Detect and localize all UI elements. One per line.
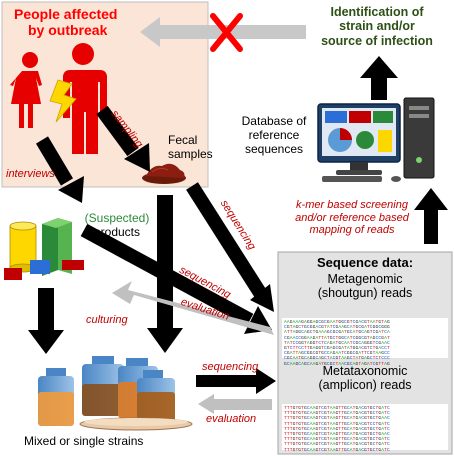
- people-title: People affected by outbreak: [14, 6, 117, 38]
- arrow-interviews: [35, 136, 84, 203]
- products-label: (Suspected) products: [74, 211, 160, 240]
- read-panel-top: [282, 318, 448, 358]
- strains-label: Mixed or single strains: [24, 434, 144, 449]
- screening-line1: k-mer based screening: [296, 199, 408, 211]
- arrow-fecal-to-strains: [147, 195, 183, 353]
- arrow-sampling: [96, 105, 150, 172]
- identification-line3: source of infection: [321, 33, 433, 48]
- label-evaluation-strains: evaluation: [206, 413, 257, 425]
- gray-arrow-evaluation-products: [112, 281, 274, 335]
- gray-arrow-to-identification: [140, 17, 306, 47]
- label-sequencing-strains: sequencing: [202, 361, 259, 373]
- strains-text: Mixed or single strains: [24, 434, 144, 448]
- read-line: CGCAATGCAGGCAGCTACGTAAGCTATGAGCTCTCCC: [284, 356, 390, 362]
- read-line: TTTGTGTGCAAGTCGTAAGTTGCATGACGTCCTGATC: [284, 421, 390, 427]
- people-title-line1: People affected: [14, 6, 118, 22]
- products-line2: products: [93, 224, 141, 239]
- read-line: TTTGTGTGCAAGTCGTAAGTTGCATGACGTGCTGATC: [284, 437, 390, 443]
- read-line: TTTGTGTGCAAGTCGTAAGTTGCATGACGTGCTGATC: [284, 442, 390, 448]
- computer-icon: [317, 97, 435, 182]
- arrow-strains-sequencing: [196, 368, 276, 394]
- female-person-icon: [10, 52, 42, 128]
- gray-arrow-evaluation-strains: [198, 394, 272, 414]
- database-label: Database of reference sequences: [232, 114, 316, 156]
- read-line: TTTGTGTGCAAGTCGTAAGTTGCATGACGTGCTGATC: [284, 411, 390, 417]
- petri-dish-icon: [79, 417, 193, 431]
- metataxonomic-label: Metataxonomic (amplicon) reads: [278, 364, 452, 393]
- identification-line2: strain and/or: [339, 19, 415, 34]
- products-line1: (Suspected): [84, 211, 150, 225]
- read-line: TTTGTGTGCAAGTCGTAAGTTGCATGACGTGCTGATC: [284, 447, 390, 453]
- read-line: TTTGTGTGCAAGTCGTAAGTTGCATGACGTGCTGATC: [284, 406, 390, 411]
- male-person-icon: [63, 43, 107, 154]
- read-line: TTTGTGTGCAAGTCGTAAGTTGCATGACGTGCTGAAC: [284, 416, 390, 422]
- red-cross-icon: [210, 13, 243, 52]
- read-line: CGTAGCTGCGGACGTATCGAAGCATGCGATCGGCGGG: [284, 325, 390, 331]
- fecal-samples-label: Fecal samples: [168, 133, 213, 162]
- arrow-sequence-to-database: [414, 188, 448, 244]
- read-line: TTTGTGTGCAAGTCGTAAGTTGCATGACGTGCTGAAC: [284, 432, 390, 438]
- identification-line1: Identification of: [330, 5, 424, 19]
- identification-label: Identification of strain and/or source o…: [302, 5, 452, 48]
- feces-icon: [142, 163, 186, 184]
- label-screening: k-mer based screening and/or reference b…: [280, 199, 424, 237]
- read-line: TTTGTGTGCAAGTCGTAAGTTGCATGACGTGCTGATC: [284, 426, 390, 432]
- metagenomic-label: Metagenomic (shoutgun) reads: [278, 272, 452, 301]
- product-containers-icon: [4, 218, 84, 280]
- database-line2: reference: [248, 127, 300, 142]
- arrow-fecal-sequencing: [186, 182, 274, 312]
- culture-bottles-icon: [38, 356, 175, 426]
- metagenomic-line2: (shoutgun) reads: [317, 286, 413, 301]
- people-title-line2: by outbreak: [28, 22, 108, 39]
- fecal-line2: samples: [168, 146, 213, 161]
- screening-line2: and/or reference based: [295, 211, 409, 224]
- arrow-database-to-identification: [360, 56, 398, 100]
- read-line: CGATTAGCGGCGTGCCAGAATCGGCGATTCGTAAGCC: [284, 351, 390, 357]
- database-line3: sequences: [244, 141, 304, 156]
- read-line: ATTAGGCAGCTGAAAGCGCGATGCATGCAGTCGATCA: [284, 330, 390, 336]
- read-line: TATCCGGTAGGTCTCAGATGCAATCGCAGGGTCGAAC: [284, 340, 390, 346]
- read-line: CGAACCGGAAGATTATGCTGGCATCGGCGTAGCCGAT: [284, 335, 390, 341]
- label-interviews: interviews: [6, 168, 55, 180]
- screening-line3: mapping of reads: [309, 224, 395, 237]
- fecal-line1: Fecal: [168, 133, 198, 147]
- read-line: AAGAAAGAGGAGCGCGAATGGCGTCGACGTAATGTAG: [284, 320, 390, 325]
- read-line: GTCTTCCTTGAGGTCGAGCGATATGGACGTCTGACCT: [284, 346, 390, 352]
- sequence-box-title: Sequence data:: [316, 255, 414, 270]
- metagenomic-line1: Metagenomic: [327, 272, 403, 286]
- metataxonomic-line1: Metataxonomic: [322, 364, 408, 378]
- read-line: GCAAGCAGCAAGATGCGCTAACGCAGTAGATCGTTAG: [284, 361, 390, 367]
- metataxonomic-line2: (amplicon) reads: [318, 378, 412, 393]
- database-line1: Database of: [241, 114, 307, 128]
- label-culturing: culturing: [86, 314, 128, 326]
- arrow-culturing: [28, 288, 64, 354]
- read-panel-bottom: [282, 404, 448, 450]
- lightning-icon: [49, 79, 77, 123]
